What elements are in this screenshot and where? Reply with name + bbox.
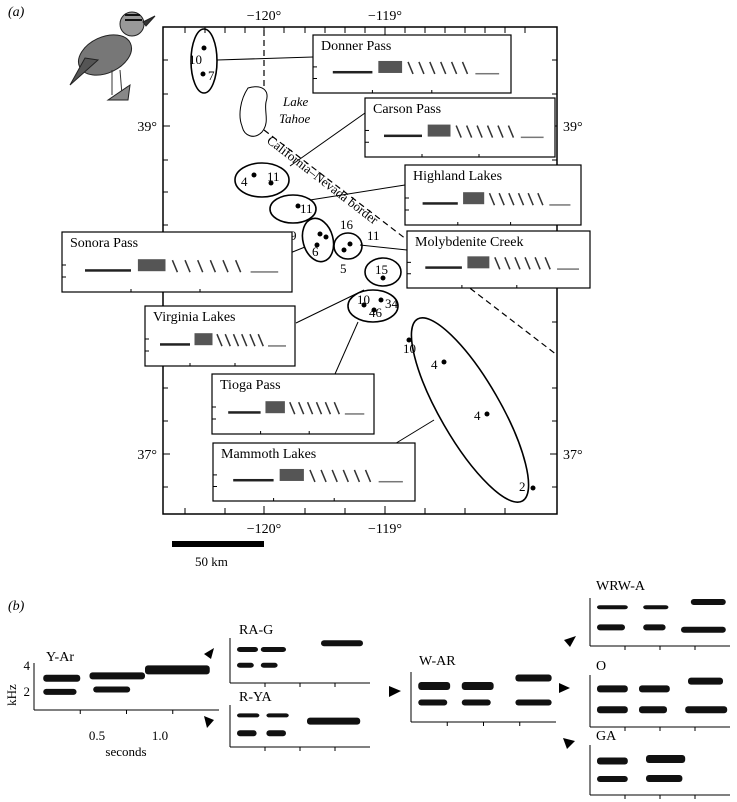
point-label: 11 bbox=[300, 201, 313, 216]
lon-tick-bottom-1: −120° bbox=[247, 522, 282, 537]
sonogram-inset: Sonora Pass bbox=[61, 231, 293, 293]
lat-tick-left-2: 37° bbox=[137, 448, 157, 463]
lake-label-2: Tahoe bbox=[279, 111, 311, 126]
sonogram bbox=[410, 672, 556, 726]
site-name: Mammoth Lakes bbox=[221, 447, 316, 462]
x-axis-label: seconds bbox=[105, 744, 146, 759]
point-label: 5 bbox=[340, 261, 347, 276]
sonogram bbox=[589, 745, 730, 799]
dialect-label-y-ar: Y-Ar bbox=[46, 650, 74, 665]
sonogram-inset: Carson Pass bbox=[364, 97, 556, 158]
point-label: 10 bbox=[357, 292, 370, 307]
point-label: 16 bbox=[340, 217, 354, 232]
border-label: California–Nevada border bbox=[264, 132, 382, 227]
point-label: 46 bbox=[369, 305, 383, 320]
point-label: 9 bbox=[290, 228, 297, 243]
point-label: 6 bbox=[312, 244, 319, 259]
lake-tahoe-outline bbox=[239, 86, 268, 137]
point-label: 34 bbox=[385, 296, 399, 311]
transition-arrows bbox=[204, 636, 576, 749]
sonogram-inset: Highland Lakes bbox=[404, 164, 582, 226]
lat-tick-right-2: 37° bbox=[563, 448, 583, 463]
y-tick-2: 2 bbox=[24, 684, 31, 699]
lake-label-1: Lake bbox=[282, 94, 309, 109]
point-label: 11 bbox=[367, 228, 380, 243]
sonogram-inset: Donner Pass bbox=[312, 34, 512, 94]
lon-tick-bottom-2: −119° bbox=[368, 522, 402, 537]
point-label: 4 bbox=[474, 408, 481, 423]
dialect-sonograms bbox=[33, 598, 730, 799]
site-name: Molybdenite Creek bbox=[415, 235, 523, 250]
lon-tick-top-2: −119° bbox=[368, 9, 402, 24]
dialect-label-o: O bbox=[596, 659, 606, 674]
connector-lines bbox=[216, 56, 435, 446]
site-name: Donner Pass bbox=[321, 39, 391, 54]
sonogram bbox=[589, 675, 730, 731]
panel-b-label: (b) bbox=[8, 599, 25, 614]
x-tick-10: 1.0 bbox=[152, 728, 168, 743]
lon-tick-top-1: −120° bbox=[247, 9, 282, 24]
site-name: Highland Lakes bbox=[413, 169, 502, 184]
bird-illustration bbox=[69, 11, 156, 101]
y-tick-4: 4 bbox=[24, 658, 31, 673]
sonogram bbox=[229, 638, 370, 687]
dialect-label-ra-g: RA-G bbox=[239, 623, 273, 638]
sonogram-inset: Tioga Pass bbox=[211, 373, 375, 435]
point-label: 11 bbox=[267, 169, 280, 184]
sonogram bbox=[33, 663, 219, 714]
site-name: Virginia Lakes bbox=[153, 310, 236, 325]
site-points bbox=[200, 45, 536, 491]
site-name: Sonora Pass bbox=[70, 236, 138, 251]
dialect-label-w-ar: W-AR bbox=[419, 654, 456, 669]
point-label: 2 bbox=[519, 479, 526, 494]
scale-bar bbox=[172, 541, 264, 547]
point-label: 7 bbox=[208, 68, 215, 83]
sonogram bbox=[229, 705, 370, 751]
point-label: 4 bbox=[241, 174, 248, 189]
sonogram bbox=[589, 598, 730, 650]
lat-tick-left-1: 39° bbox=[137, 120, 157, 135]
x-tick-05: 0.5 bbox=[89, 728, 105, 743]
scale-bar-label: 50 km bbox=[195, 554, 228, 569]
site-name: Tioga Pass bbox=[220, 378, 281, 393]
y-axis-label: kHz bbox=[4, 684, 19, 706]
point-label: 10 bbox=[403, 341, 416, 356]
sonogram-inset: Molybdenite Creek bbox=[406, 230, 591, 289]
sonogram-inset: Mammoth Lakes bbox=[212, 442, 416, 502]
point-label: 15 bbox=[375, 262, 388, 277]
site-name: Carson Pass bbox=[373, 102, 441, 117]
dialect-label-wrw-a: WRW-A bbox=[596, 579, 646, 594]
point-label: 4 bbox=[431, 357, 438, 372]
sonogram-inset: Virginia Lakes bbox=[144, 305, 296, 367]
point-label: 10 bbox=[189, 52, 202, 67]
lat-tick-right-1: 39° bbox=[563, 120, 583, 135]
panel-a-label: (a) bbox=[8, 5, 25, 20]
dialect-label-r-ya: R-YA bbox=[239, 690, 273, 705]
point-labels: 10 7 4 11 11 16 9 6 11 5 15 10 34 46 10 … bbox=[189, 52, 526, 494]
population-ellipses bbox=[190, 28, 530, 503]
dialect-label-ga: GA bbox=[596, 729, 617, 744]
